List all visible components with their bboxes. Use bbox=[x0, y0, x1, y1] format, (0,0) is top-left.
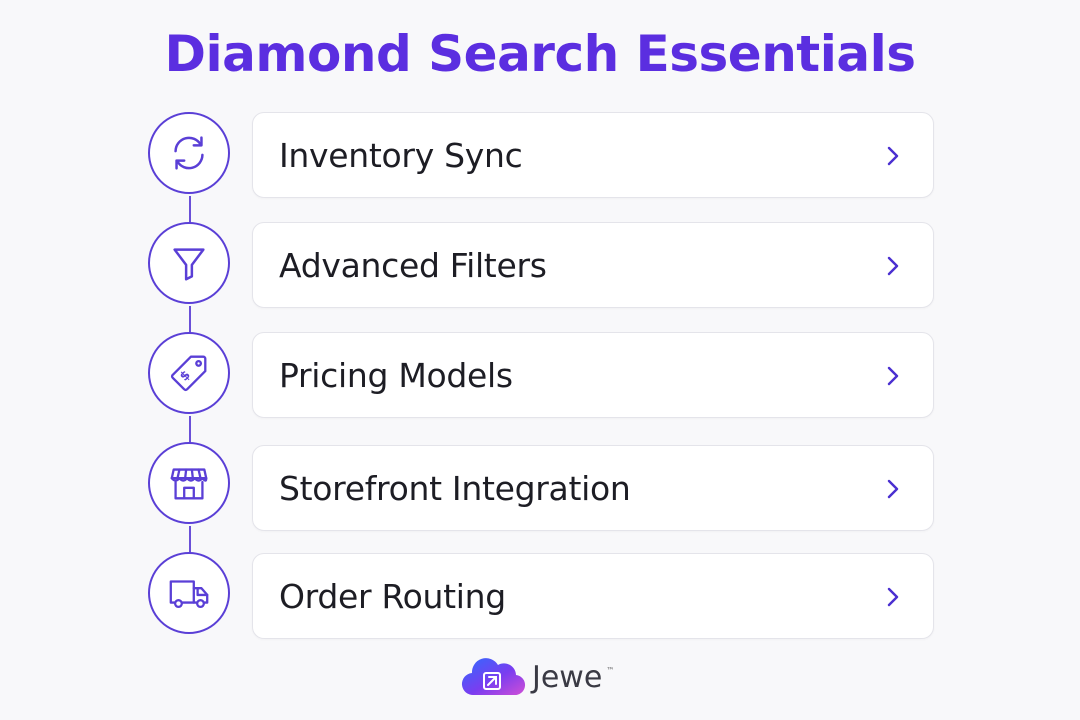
chevron-right-icon bbox=[887, 587, 899, 607]
page-title: Diamond Search Essentials bbox=[164, 25, 916, 83]
storefront-icon bbox=[170, 468, 208, 500]
feature-card-label: Order Routing bbox=[279, 577, 506, 616]
cloud-logo-icon bbox=[461, 658, 526, 696]
feature-card-label: Inventory Sync bbox=[279, 136, 523, 175]
filter-icon-badge bbox=[148, 222, 230, 304]
truck-icon-badge bbox=[148, 552, 230, 634]
chevron-right-icon bbox=[887, 366, 899, 386]
trademark-mark: ™ bbox=[606, 666, 615, 675]
price-tag-icon: $ bbox=[170, 355, 207, 392]
feature-card-order-routing[interactable]: Order Routing bbox=[252, 553, 934, 639]
chevron-right-icon bbox=[887, 256, 899, 276]
feature-card-storefront-integration[interactable]: Storefront Integration bbox=[252, 445, 934, 531]
truck-icon bbox=[169, 580, 209, 609]
svg-text:$: $ bbox=[176, 367, 193, 384]
feature-card-label: Pricing Models bbox=[279, 356, 513, 395]
timeline-connector bbox=[189, 306, 191, 336]
feature-card-inventory-sync[interactable]: Inventory Sync bbox=[252, 112, 934, 198]
chevron-right-icon bbox=[887, 479, 899, 499]
price-tag-icon-badge: $ bbox=[148, 332, 230, 414]
feature-card-label: Storefront Integration bbox=[279, 469, 631, 508]
filter-icon bbox=[173, 248, 205, 281]
brand-name: Jewe bbox=[532, 659, 603, 695]
brand-logo: Jewe ™ bbox=[460, 652, 614, 702]
storefront-icon-badge bbox=[148, 442, 230, 524]
chevron-right-icon bbox=[887, 146, 899, 166]
timeline-connector bbox=[189, 196, 191, 226]
timeline-connector bbox=[189, 416, 191, 446]
sync-icon bbox=[174, 136, 204, 170]
feature-card-advanced-filters[interactable]: Advanced Filters bbox=[252, 222, 934, 308]
sync-icon-badge bbox=[148, 112, 230, 194]
feature-card-pricing-models[interactable]: Pricing Models bbox=[252, 332, 934, 418]
timeline-connector bbox=[189, 526, 191, 556]
feature-card-label: Advanced Filters bbox=[279, 246, 547, 285]
